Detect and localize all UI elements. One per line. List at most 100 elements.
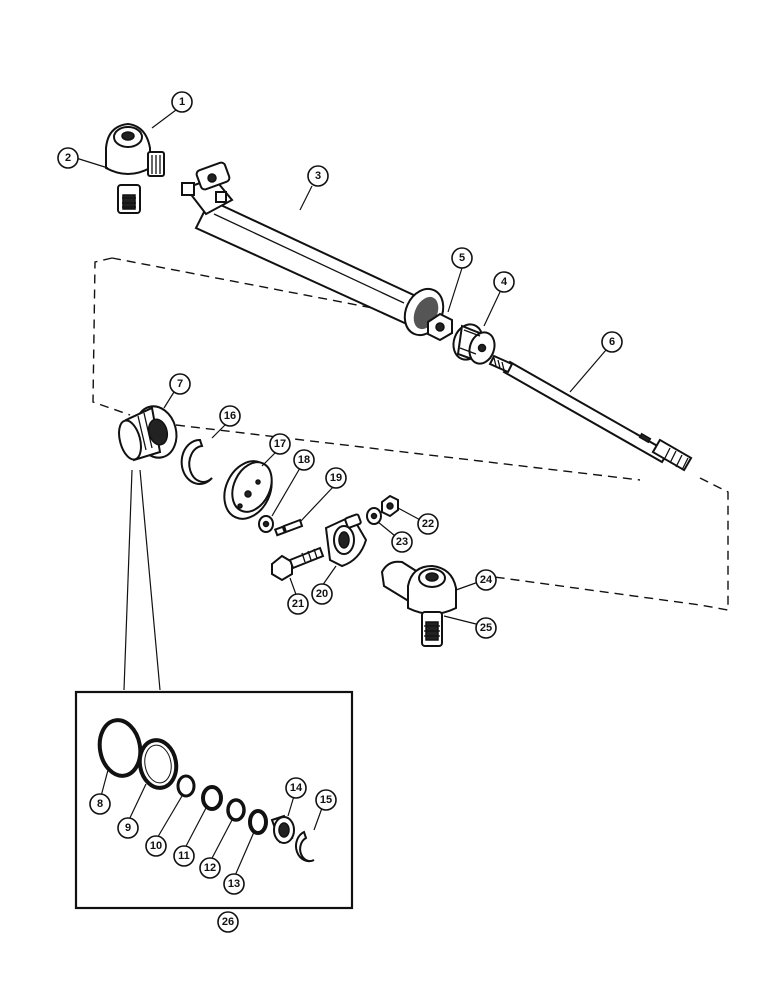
callout-12: 12 — [199, 857, 221, 879]
backup-ring — [137, 738, 179, 790]
callout-24: 24 — [475, 569, 497, 591]
callout-9: 9 — [117, 817, 139, 839]
leader-5 — [447, 267, 463, 313]
callout-13: 13 — [223, 873, 245, 895]
callout-17: 17 — [269, 433, 291, 455]
o-ring-small — [176, 774, 196, 798]
leader-14 — [287, 795, 295, 817]
leader-7 — [163, 391, 175, 409]
callout-label: 14 — [290, 782, 303, 794]
backup-ring-inner — [144, 744, 172, 784]
leader-6 — [569, 349, 607, 393]
clamp — [324, 513, 368, 568]
callout-14: 14 — [285, 777, 307, 799]
callout-1: 1 — [171, 91, 193, 113]
leader-18 — [271, 467, 301, 517]
leader-1 — [151, 109, 177, 129]
callout-label: 21 — [292, 598, 304, 610]
callout-10: 10 — [145, 835, 167, 857]
piston-rod — [488, 354, 693, 472]
inset-leader-right — [139, 469, 161, 691]
leader-20 — [321, 565, 337, 587]
callout-6: 6 — [601, 331, 623, 353]
callout-label: 8 — [97, 798, 103, 810]
callout-16: 16 — [219, 405, 241, 427]
leader-19 — [299, 485, 335, 523]
callout-23: 23 — [391, 531, 413, 553]
ball-joint-upper — [105, 122, 165, 214]
screw-small — [273, 518, 304, 537]
callout-label: 22 — [422, 518, 434, 530]
callout-label: 10 — [150, 840, 162, 852]
callout-label: 17 — [274, 438, 286, 450]
callout-label: 11 — [178, 850, 190, 862]
assembly-boundary-top — [111, 257, 426, 319]
callout-label: 4 — [501, 276, 508, 288]
callout-label: 19 — [330, 472, 342, 484]
callout-5: 5 — [451, 247, 473, 269]
callout-11: 11 — [173, 845, 195, 867]
leader-12 — [209, 819, 233, 863]
piston — [452, 323, 496, 365]
callout-8: 8 — [89, 793, 111, 815]
lock-washer — [366, 507, 382, 525]
callout-4: 4 — [493, 271, 515, 293]
assembly-boundary — [92, 257, 729, 611]
callout-label: 26 — [222, 916, 234, 928]
leader-13 — [233, 831, 255, 879]
callout-19: 19 — [325, 467, 347, 489]
o-ring-large — [97, 718, 143, 778]
callout-label: 3 — [315, 170, 321, 182]
callout-3: 3 — [307, 165, 329, 187]
callout-label: 20 — [316, 588, 328, 600]
callout-label: 23 — [396, 536, 408, 548]
callout-label: 18 — [298, 454, 310, 466]
cylinder-barrel — [181, 161, 445, 337]
leader-15 — [313, 807, 323, 831]
callout-18: 18 — [293, 449, 315, 471]
washer-small — [258, 515, 274, 533]
callout-25: 25 — [475, 617, 497, 639]
callout-7: 7 — [169, 373, 191, 395]
callout-label: 7 — [177, 378, 183, 390]
leader-16 — [211, 423, 227, 439]
leader-11 — [183, 807, 207, 851]
ball-joint-lower — [380, 560, 457, 647]
mounting-plate — [223, 460, 273, 520]
leader-17 — [261, 451, 277, 467]
bushing — [270, 814, 295, 844]
leader-2 — [75, 157, 109, 169]
callout-label: 25 — [480, 622, 492, 634]
callout-21: 21 — [287, 593, 309, 615]
callout-label: 5 — [459, 252, 465, 264]
callout-15: 15 — [315, 789, 337, 811]
callout-label: 24 — [480, 574, 493, 586]
callout-26: 26 — [217, 911, 239, 933]
callout-22: 22 — [417, 513, 439, 535]
callout-label: 2 — [65, 152, 71, 164]
callout-label: 12 — [204, 862, 216, 874]
inset-leader-left — [123, 469, 133, 691]
callout-20: 20 — [311, 583, 333, 605]
callout-2: 2 — [57, 147, 79, 169]
backup-ring-small — [226, 798, 246, 822]
callout-label: 16 — [224, 410, 236, 422]
inset-snap-ring — [295, 830, 315, 863]
rod-nut — [427, 312, 453, 342]
wiper-seal — [248, 809, 268, 835]
callout-label: 15 — [320, 794, 332, 806]
callout-label: 9 — [125, 822, 131, 834]
callout-label: 1 — [179, 96, 185, 108]
bolt — [271, 546, 325, 582]
leader-4 — [483, 291, 501, 327]
leader-10 — [155, 795, 183, 841]
rod-seal — [201, 785, 223, 811]
callout-label: 13 — [228, 878, 240, 890]
hex-nut-small — [381, 494, 399, 518]
gland — [118, 405, 178, 462]
leader-3 — [299, 185, 313, 211]
leader-9 — [127, 783, 147, 823]
callout-label: 6 — [609, 336, 615, 348]
snap-ring — [180, 438, 213, 485]
